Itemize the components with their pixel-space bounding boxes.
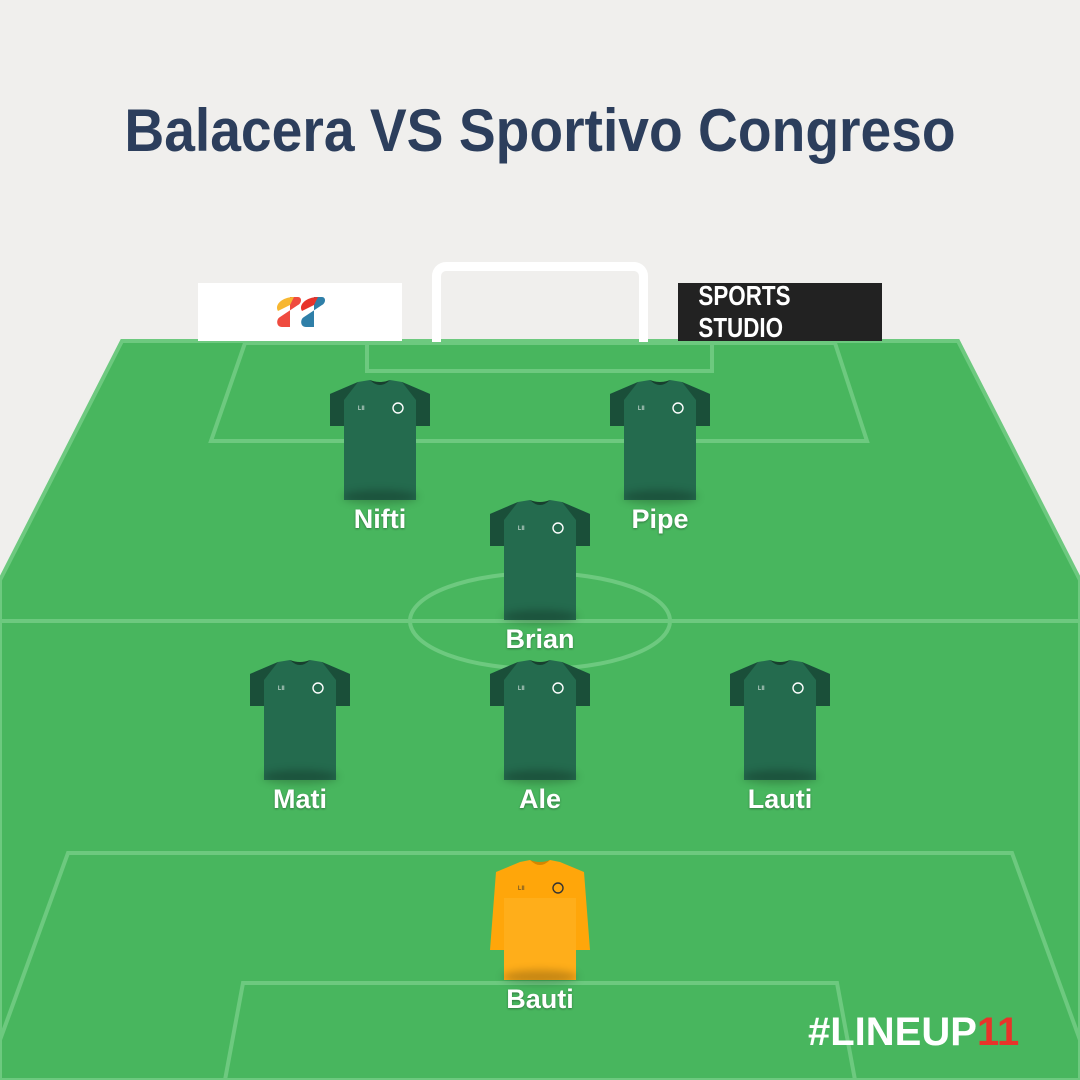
- player-shadow: [262, 770, 338, 784]
- player-name: Brian: [505, 624, 575, 654]
- player-name: Ale: [518, 784, 562, 814]
- player-card[interactable]: LII Brian: [460, 498, 620, 655]
- jersey-icon: LII: [730, 660, 830, 780]
- player-name: Bauti: [506, 984, 574, 1014]
- player-shadow: [622, 490, 698, 504]
- sponsor-sports-studio: SPORTS STUDIO: [678, 280, 882, 343]
- player-name: Pipe: [631, 504, 689, 534]
- player-shadow: [502, 770, 578, 784]
- svg-text:LII: LII: [758, 686, 765, 692]
- player-name: Nifti: [353, 504, 407, 534]
- jersey-icon: LII: [490, 660, 590, 780]
- player-card[interactable]: LII Nifti: [300, 378, 460, 535]
- player-card[interactable]: LII Mati: [220, 658, 380, 815]
- hashtag-prefix: #LINEUP: [808, 1010, 977, 1054]
- ss-logo-icon: [276, 297, 325, 327]
- jersey-icon: LII: [330, 380, 430, 500]
- svg-text:LII: LII: [518, 686, 525, 692]
- player-shadow: [502, 610, 578, 624]
- player-name: Mati: [273, 784, 327, 814]
- player-card-goalkeeper[interactable]: LII Bauti: [460, 858, 620, 1015]
- player-shadow: [742, 770, 818, 784]
- svg-text:LII: LII: [638, 406, 645, 412]
- match-title: Balacera VS Sportivo Congreso: [124, 97, 956, 164]
- lineup11-hashtag: #LINEUP11: [808, 1010, 1019, 1055]
- hashtag-number: 11: [976, 1010, 1020, 1054]
- goal-frame: [432, 262, 648, 342]
- goalkeeper-jersey-icon: LII: [490, 860, 590, 980]
- svg-text:LII: LII: [358, 406, 365, 412]
- player-card[interactable]: LII Lauti: [700, 658, 860, 815]
- sponsor-sports-studio-text: SPORTS STUDIO: [698, 280, 791, 343]
- player-shadow: [342, 490, 418, 504]
- svg-text:LII: LII: [518, 886, 525, 892]
- sponsor-ss-logo: [198, 283, 402, 341]
- player-card[interactable]: LII Pipe: [580, 378, 740, 535]
- jersey-icon: LII: [250, 660, 350, 780]
- svg-text:LII: LII: [278, 686, 285, 692]
- player-shadow: [502, 970, 578, 984]
- player-name: Lauti: [747, 784, 813, 814]
- svg-text:LII: LII: [518, 526, 525, 532]
- jersey-icon: LII: [610, 380, 710, 500]
- player-card[interactable]: LII Ale: [460, 658, 620, 815]
- jersey-icon: LII: [490, 500, 590, 620]
